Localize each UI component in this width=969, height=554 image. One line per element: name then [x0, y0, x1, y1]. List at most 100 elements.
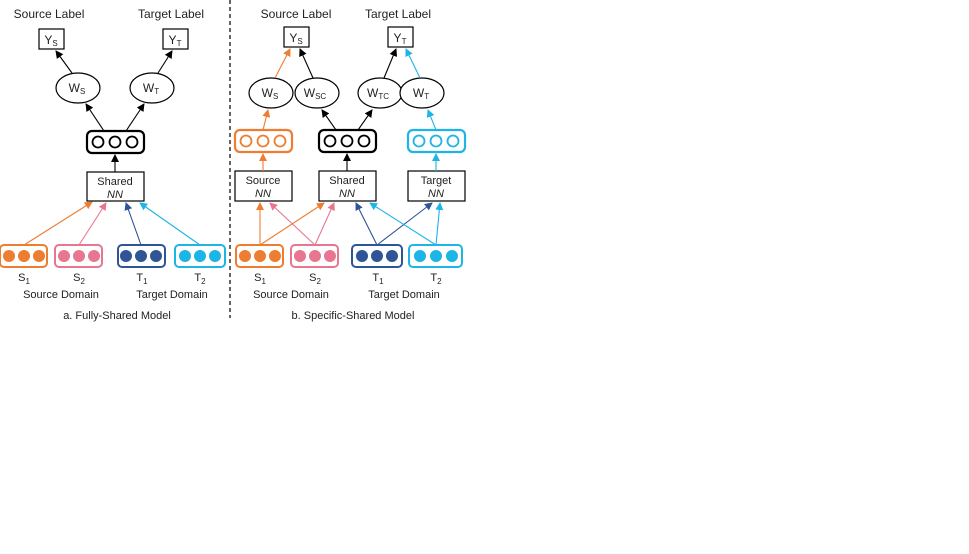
panel-b-caption: b. Specific-Shared Model [292, 310, 415, 322]
b-wtc-sub: TC [378, 92, 389, 101]
b-yt-sub: T [402, 37, 407, 46]
panel-b-wt-node: WT [399, 77, 445, 109]
ys-main: Y [44, 33, 52, 47]
panel-a-t2-sub: 2 [201, 277, 206, 286]
svg-text:S2: S2 [73, 272, 85, 286]
edge-s1-shared [23, 201, 93, 246]
edge-hidden-ws [85, 103, 105, 132]
shared-nn-line1: Shared [97, 176, 132, 188]
panel-b-s2-main: S [309, 272, 316, 284]
b-ws-main: W [262, 86, 274, 100]
panel-b-input-s2 [290, 244, 339, 268]
target-nn-line1: Target [421, 175, 452, 187]
edge-b-wtc-yt [383, 48, 398, 79]
edge-b-ws-ys [274, 48, 291, 79]
b-wsc-sub: SC [315, 92, 326, 101]
b-ys-main: Y [289, 31, 297, 45]
panel-b-target-domain: Target Domain [368, 289, 440, 301]
b-ys-sub: S [297, 37, 302, 46]
panel-b-wtc-node: WTC [357, 77, 403, 109]
panel-b-input-t1 [351, 244, 403, 268]
edge-s2-shared [78, 202, 107, 246]
edge-b-s2-source [269, 202, 316, 246]
svg-text:WTC: WTC [367, 86, 389, 101]
edge-b-shared-hidden-wsc [321, 109, 337, 131]
svg-text:WT: WT [413, 86, 429, 101]
b-ws-sub: S [273, 92, 278, 101]
panel-a-t1-sub: 1 [143, 277, 148, 286]
panel-a-input-s2 [54, 244, 103, 268]
panel-b-t1-main: T [372, 272, 379, 284]
ys-sub: S [52, 39, 57, 48]
svg-text:YS: YS [44, 33, 57, 48]
edge-t2-shared [139, 202, 201, 246]
edge-b-shared-hidden-wtc [357, 109, 373, 131]
panel-b-shared-hidden-layer [317, 128, 378, 154]
panel-a-shared-hidden-layer [85, 129, 146, 155]
panel-b-yt-node: YT [387, 26, 414, 48]
panel-b-wsc-node: WSC [294, 77, 340, 109]
panel-a-ws-node: WS [55, 72, 101, 104]
panel-a-caption: a. Fully-Shared Model [63, 310, 171, 322]
edge-b-t2-target [435, 202, 444, 246]
edge-b-t1-shared [355, 202, 378, 246]
panel-a-source-label: Source Label [14, 7, 85, 21]
b-yt-main: Y [394, 31, 402, 45]
svg-text:T2: T2 [430, 272, 442, 286]
svg-text:WSC: WSC [304, 86, 327, 101]
svg-text:T1: T1 [136, 272, 148, 286]
ws-sub: S [80, 87, 85, 96]
edge-b-wsc-ys [299, 48, 314, 79]
panel-b-specific-shared: Source Label Target Label YS YT WS WSC W… [233, 7, 467, 322]
panel-b-source-domain: Source Domain [253, 289, 329, 301]
panel-a-shared-nn: Shared NN [86, 171, 145, 202]
panel-b-shared-nn: Shared NN [318, 170, 377, 202]
edge-t1-shared [124, 202, 142, 246]
panel-a-target-domain: Target Domain [136, 289, 208, 301]
panel-a-t1-main: T [136, 272, 143, 284]
edge-ws-ys [55, 50, 73, 74]
wt-sub: T [154, 87, 159, 96]
svg-text:WT: WT [143, 81, 159, 96]
panel-b-input-s1 [235, 244, 284, 268]
yt-main: Y [169, 33, 177, 47]
svg-text:S2: S2 [309, 272, 321, 286]
ws-main: W [69, 81, 81, 95]
b-wsc-main: W [304, 86, 316, 100]
svg-text:T1: T1 [372, 272, 384, 286]
svg-text:WS: WS [262, 86, 279, 101]
source-nn-line1: Source [246, 175, 281, 187]
panel-b-target-label: Target Label [365, 7, 431, 21]
panel-b-s1-main: S [254, 272, 261, 284]
source-nn-line2: NN [255, 188, 271, 200]
panel-a-wt-node: WT [129, 72, 175, 104]
b-shared-nn-line1: Shared [329, 175, 364, 187]
panel-b-source-hidden-layer [233, 128, 294, 154]
edge-b-t1-target [376, 202, 433, 246]
target-nn-line2: NN [428, 188, 444, 200]
edge-hidden-wt [125, 103, 145, 132]
panel-a-edges [23, 50, 201, 246]
panel-a-s1-sub: 1 [25, 277, 30, 286]
panel-a-s1-main: S [18, 272, 25, 284]
panel-a-input-t2 [174, 244, 226, 268]
panel-b-target-nn: Target NN [407, 170, 466, 202]
panel-a-fully-shared: Source Label Target Label YS YT WS WT [0, 7, 226, 322]
panel-b-source-nn: Source NN [234, 170, 293, 202]
svg-text:WS: WS [69, 81, 86, 96]
svg-text:YS: YS [289, 31, 302, 46]
edge-wt-yt [157, 50, 173, 74]
edge-b-target-hidden-wt [426, 109, 437, 131]
edge-b-source-hidden-ws [262, 109, 271, 131]
panel-b-s1-sub: 1 [261, 277, 266, 286]
edge-b-wt-yt [405, 48, 421, 79]
edge-b-s2-shared [314, 202, 335, 246]
panel-a-target-label: Target Label [138, 7, 204, 21]
panel-b-target-hidden-layer [406, 128, 467, 154]
edge-b-t2-shared [369, 202, 437, 246]
svg-text:YT: YT [169, 33, 182, 48]
yt-sub: T [177, 39, 182, 48]
svg-text:YT: YT [394, 31, 407, 46]
b-shared-nn-line2: NN [339, 188, 355, 200]
panel-b-source-label: Source Label [261, 7, 332, 21]
